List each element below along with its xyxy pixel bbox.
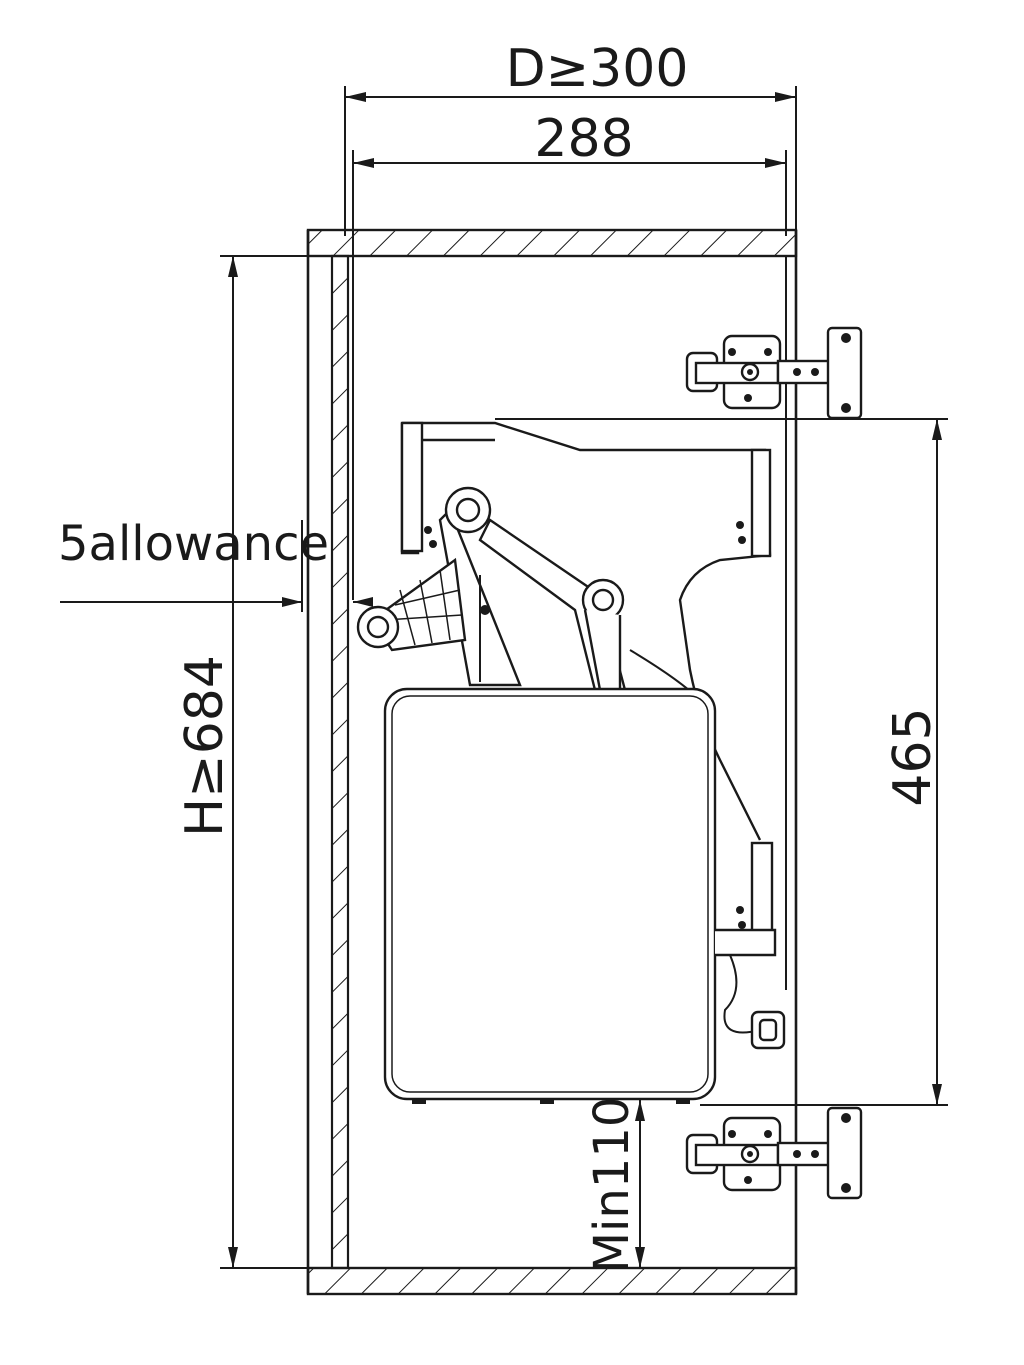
allowance-dimension: 5allowance [58, 516, 373, 612]
hinge-spacing-label: 465 [883, 707, 943, 806]
storage-bin [383, 687, 717, 1104]
hinge-spacing-dimension: 465 [495, 418, 948, 1106]
allowance-label: 5allowance [58, 516, 329, 572]
height-label: H≥684 [175, 655, 235, 837]
upper-hinge-icon [685, 326, 863, 420]
inner-depth-dimension: 288 [352, 109, 787, 600]
min-bottom-dimension: Min110 [584, 1097, 645, 1274]
depth-dimension: D≥300 [344, 39, 797, 236]
min-bottom-label: Min110 [584, 1097, 640, 1274]
lower-bracket [715, 841, 786, 1050]
inner-depth-label: 288 [534, 109, 633, 169]
height-dimension: H≥684 [175, 255, 332, 1269]
lower-hinge-icon [685, 1106, 863, 1200]
depth-label: D≥300 [506, 39, 689, 99]
